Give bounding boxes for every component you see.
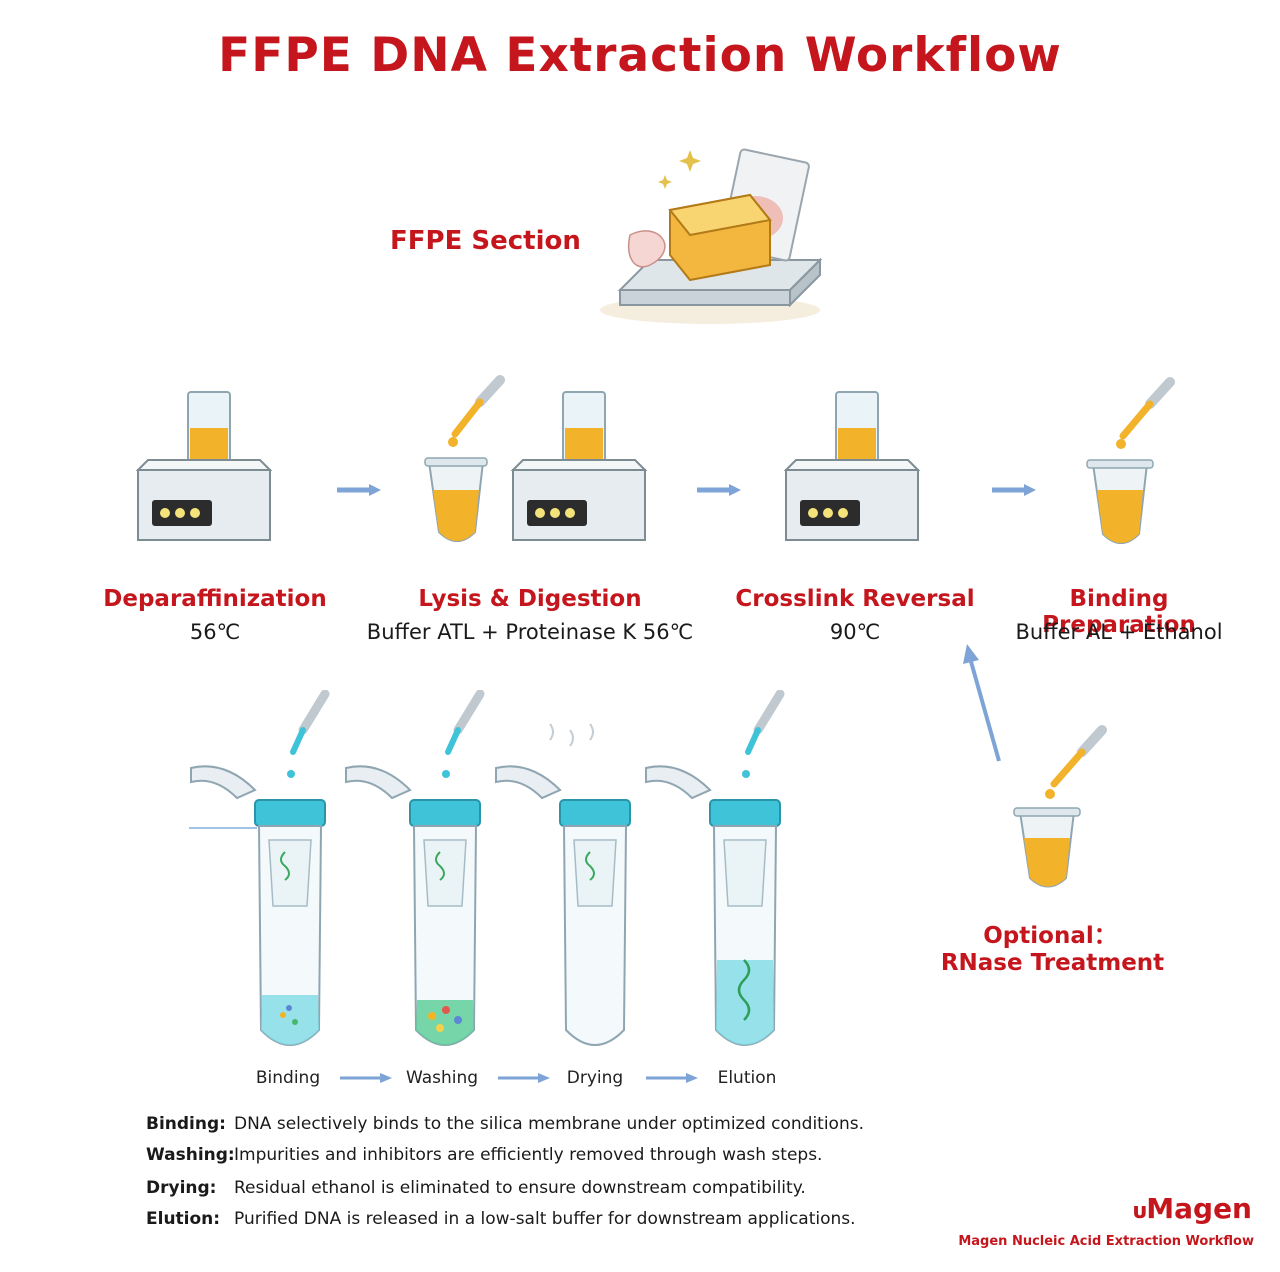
deparaffinization-heater-icon bbox=[135, 391, 273, 541]
description-term: Washing: bbox=[146, 1145, 235, 1165]
column-step-drying: Drying bbox=[566, 1068, 624, 1088]
step-sub-deparaffinization: 56℃ bbox=[189, 620, 241, 644]
rnase-pipette-tube-icon bbox=[1013, 725, 1107, 888]
description-term: Drying: bbox=[146, 1178, 217, 1198]
arrow-right-icon bbox=[697, 484, 741, 496]
arrow-right-icon bbox=[340, 1073, 392, 1083]
description-binding: Binding: DNA selectively binds to the sil… bbox=[146, 1114, 864, 1134]
ffpe-block-illustration bbox=[600, 148, 823, 324]
description-washing: Washing:Impurities and inhibitors are ef… bbox=[146, 1145, 822, 1165]
description-elution: Elution: Purified DNA is released in a lo… bbox=[146, 1209, 856, 1229]
column-step-washing: Washing bbox=[405, 1068, 479, 1088]
column-step-elution: Elution bbox=[717, 1068, 777, 1088]
magnet-icon: ᴜ bbox=[1132, 1199, 1147, 1224]
step-sub-lysis: Buffer ATL + Proteinase K 56℃ bbox=[366, 620, 694, 644]
description-text: DNA selectively binds to the silica memb… bbox=[234, 1114, 864, 1134]
arrow-right-icon bbox=[337, 484, 381, 496]
arrow-right-icon bbox=[646, 1073, 698, 1083]
step-sub-crosslink: 90℃ bbox=[829, 620, 881, 644]
crosslink-heater-icon bbox=[783, 391, 921, 541]
binding-prep-pipette-tube-icon bbox=[1086, 377, 1175, 544]
spin-column-washing bbox=[345, 690, 485, 1046]
description-drying: Drying: Residual ethanol is eliminated to… bbox=[146, 1178, 806, 1198]
page-title: FFPE DNA Extraction Workflow bbox=[218, 28, 1062, 83]
rnase-treatment-label: RNase Treatment bbox=[940, 950, 1165, 976]
description-text: Impurities and inhibitors are efficientl… bbox=[234, 1145, 823, 1165]
step-title-lysis: Lysis & Digestion bbox=[418, 586, 642, 612]
column-step-binding: Binding bbox=[255, 1068, 321, 1088]
description-text: Residual ethanol is eliminated to ensure… bbox=[234, 1178, 806, 1198]
brand-name: Magen bbox=[1146, 1192, 1252, 1225]
description-term: Elution: bbox=[146, 1209, 221, 1229]
brand-logo: ᴜMagen bbox=[1132, 1192, 1252, 1225]
spin-column-elution bbox=[645, 690, 785, 1046]
step-title-deparaffinization: Deparaffinization bbox=[103, 586, 327, 612]
arrow-up-icon bbox=[963, 644, 1001, 762]
arrow-right-icon bbox=[992, 484, 1036, 496]
optional-label: Optional： bbox=[983, 923, 1117, 949]
step-title-binding-prep: Binding Preparation bbox=[1042, 586, 1196, 638]
spin-column-drying bbox=[495, 723, 631, 1046]
step-sub-binding-prep: Buffer AL + Ethanol bbox=[1015, 620, 1223, 644]
description-text: Purified DNA is released in a low-salt b… bbox=[234, 1209, 856, 1229]
ffpe-section-label: FFPE Section bbox=[390, 226, 581, 256]
step-title-crosslink: Crosslink Reversal bbox=[735, 586, 975, 612]
description-term: Binding: bbox=[146, 1114, 226, 1134]
lysis-heater-icon bbox=[510, 391, 648, 541]
footer-caption: Magen Nucleic Acid Extraction Workflow bbox=[958, 1234, 1254, 1249]
spin-column-binding bbox=[189, 690, 330, 1046]
lysis-pipette-tube-icon bbox=[424, 375, 505, 542]
arrow-right-icon bbox=[498, 1073, 550, 1083]
